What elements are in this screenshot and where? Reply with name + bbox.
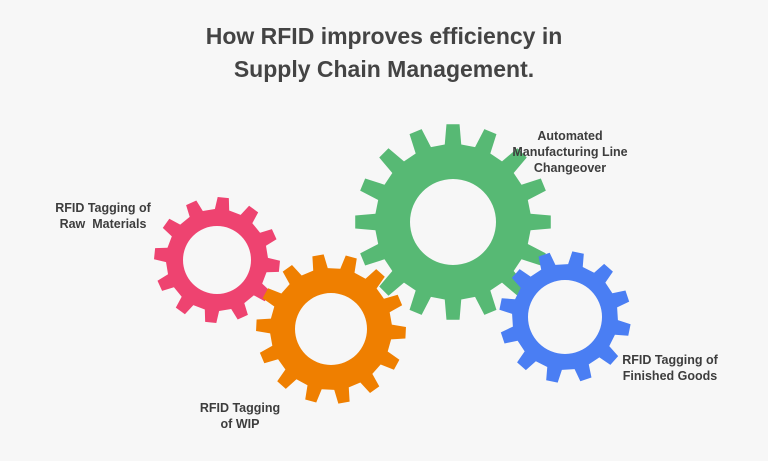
diagram-title: How RFID improves efficiency in Supply C… <box>0 20 768 86</box>
gear-raw-materials-icon <box>154 197 280 323</box>
gear-wip-icon <box>256 254 406 404</box>
title-line-1: How RFID improves efficiency in <box>205 23 563 49</box>
label-finished-goods: RFID Tagging of Finished Goods <box>622 353 718 383</box>
label-changeover: Automated Manufacturing Line Changeover <box>512 129 628 175</box>
label-wip: RFID Tagging of WIP <box>199 401 281 431</box>
label-raw-materials: RFID Tagging of Raw Materials <box>55 201 151 231</box>
gear-changeover-icon <box>355 124 551 320</box>
title-line-2: Supply Chain Management. <box>233 56 535 82</box>
gear-finished-goods-icon <box>499 251 631 383</box>
